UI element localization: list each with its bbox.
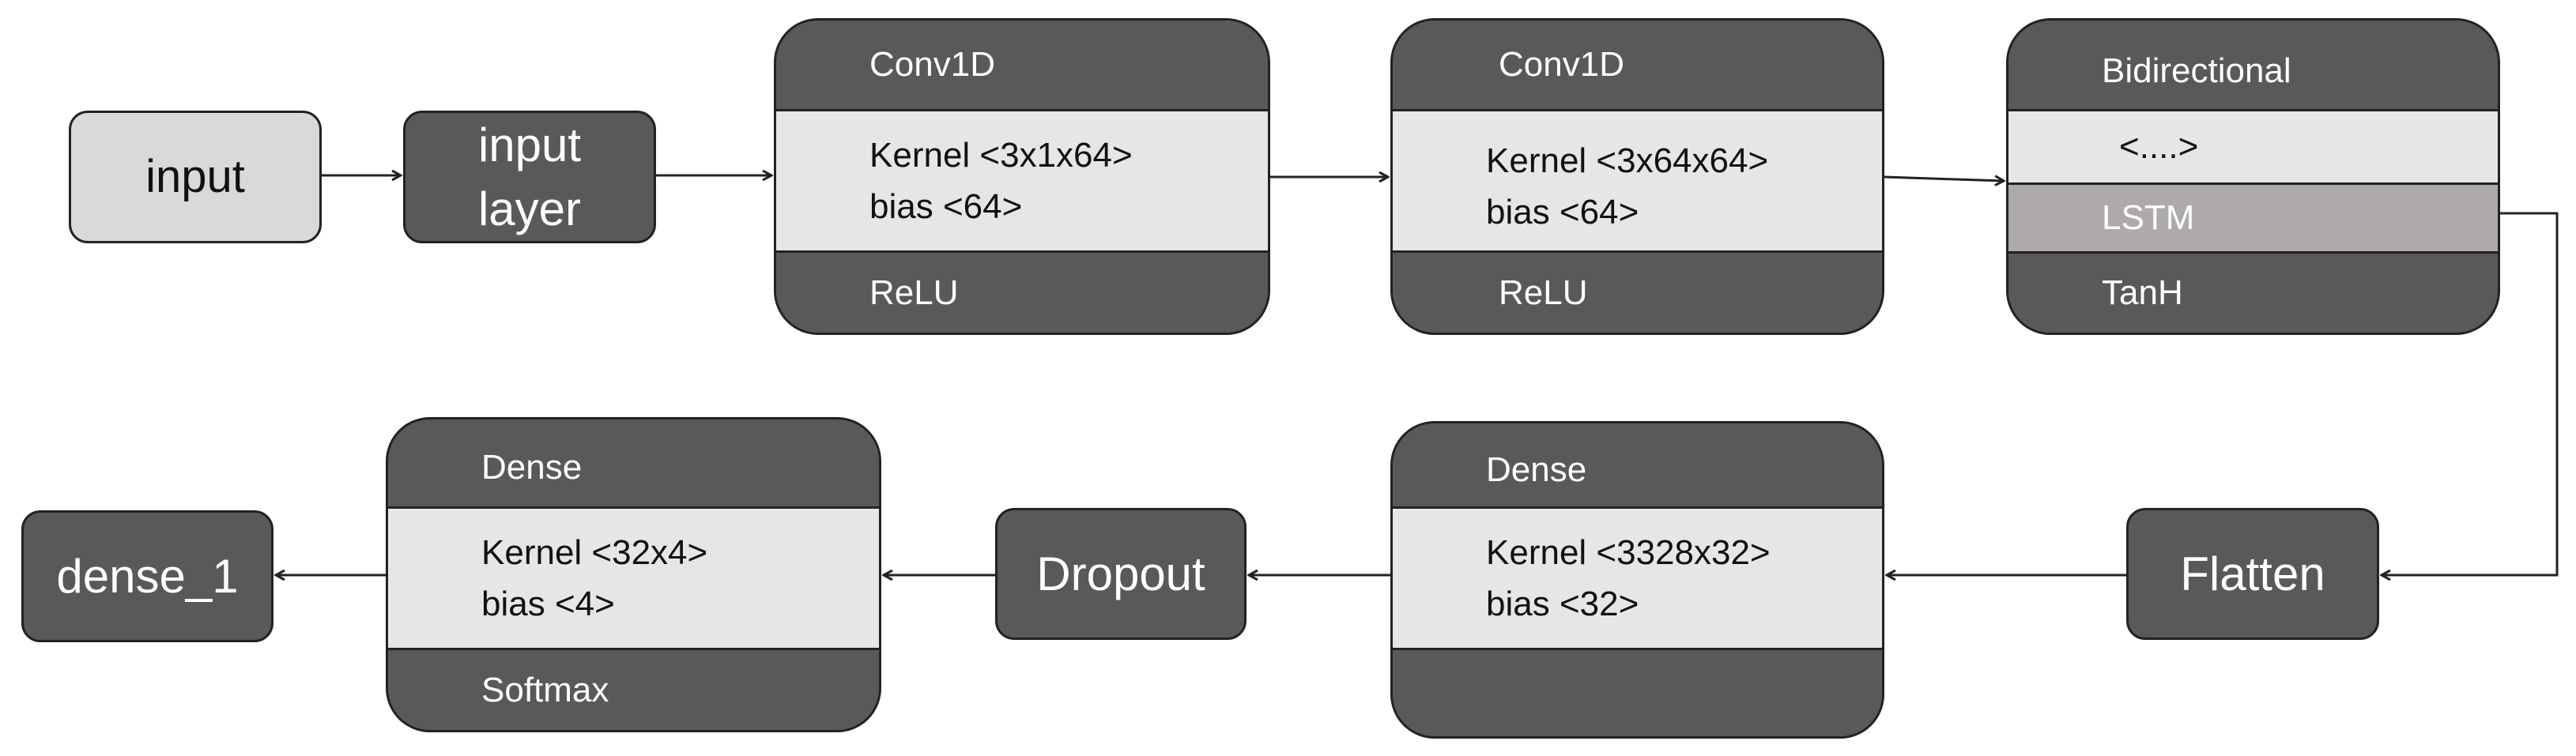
dense-1-title-text: Dense: [1486, 449, 1587, 489]
conv1d-layer-1: Conv1D Kernel <3x1x64> bias <64> ReLU: [774, 18, 1270, 335]
input-layer-node: input layer: [403, 111, 656, 243]
input-node: input: [69, 111, 322, 243]
bidirectional-title-text: Bidirectional: [2102, 51, 2291, 90]
flatten-node: Flatten: [2126, 508, 2379, 640]
dense-1-title: Dense: [1393, 423, 1882, 506]
edge-conv1d-2-to-bidirectional: [1884, 177, 2004, 181]
dense-1-output-node: dense_1: [21, 510, 273, 642]
dense-1-bias: bias <32>: [1486, 585, 1639, 623]
conv1d-layer-2: Conv1D Kernel <3x64x64> bias <64> ReLU: [1390, 18, 1884, 335]
conv1d-2-activation: ReLU: [1393, 253, 1882, 333]
dense-1-output-label: dense_1: [56, 549, 239, 603]
dense-1-params: Kernel <3328x32> bias <32>: [1393, 506, 1882, 650]
conv1d-1-kernel: Kernel <3x1x64>: [869, 135, 1133, 175]
input-layer-label-line2: layer: [477, 182, 582, 235]
input-layer-label-line1: input: [477, 118, 582, 171]
dense-layer-2: Dense Kernel <32x4> bias <4> Softmax: [386, 417, 881, 732]
bidirectional-inner-text: LSTM: [2102, 198, 2195, 237]
bidirectional-inner: LSTM: [2008, 182, 2498, 254]
dense-2-activation: Softmax: [388, 650, 879, 730]
conv1d-1-activation: ReLU: [776, 253, 1268, 333]
bidirectional-activation: TanH: [2008, 254, 2498, 333]
dense-2-activation-text: Softmax: [481, 670, 609, 709]
dropout-node: Dropout: [995, 508, 1247, 640]
bidirectional-params: <....>: [2008, 109, 2498, 182]
conv1d-2-activation-text: ReLU: [1499, 273, 1588, 312]
dense-1-kernel: Kernel <3328x32>: [1486, 532, 1771, 572]
dense-2-title-text: Dense: [481, 448, 583, 487]
dense-2-params: Kernel <32x4> bias <4>: [388, 506, 879, 650]
conv1d-1-params: Kernel <3x1x64> bias <64>: [776, 109, 1268, 253]
edge-bidirectional-to-flatten: [2382, 212, 2559, 575]
conv1d-1-title-text: Conv1D: [869, 45, 995, 84]
input-node-label: input: [145, 151, 245, 203]
bidirectional-activation-text: TanH: [2102, 273, 2183, 312]
dense-2-kernel: Kernel <32x4>: [481, 532, 708, 572]
conv1d-2-bias: bias <64>: [1486, 193, 1639, 231]
conv1d-2-title-text: Conv1D: [1499, 45, 1624, 84]
conv1d-2-kernel: Kernel <3x64x64>: [1486, 141, 1769, 180]
dense-2-title: Dense: [388, 419, 879, 506]
dense-2-bias: bias <4>: [481, 585, 615, 623]
conv1d-2-params: Kernel <3x64x64> bias <64>: [1393, 109, 1882, 253]
flatten-node-label: Flatten: [2180, 547, 2325, 600]
bidirectional-params-text: <....>: [2119, 127, 2199, 166]
dense-layer-1: Dense Kernel <3328x32> bias <32>: [1390, 421, 1884, 739]
conv1d-1-title: Conv1D: [776, 21, 1268, 109]
bidirectional-title: Bidirectional: [2008, 21, 2498, 109]
conv1d-1-activation-text: ReLU: [869, 273, 959, 312]
conv1d-2-title: Conv1D: [1393, 21, 1882, 109]
dropout-node-label: Dropout: [1036, 547, 1205, 600]
dense-1-footer: [1393, 650, 1882, 736]
bidirectional-layer: Bidirectional <....> LSTM TanH: [2006, 18, 2500, 335]
conv1d-1-bias: bias <64>: [869, 187, 1023, 226]
